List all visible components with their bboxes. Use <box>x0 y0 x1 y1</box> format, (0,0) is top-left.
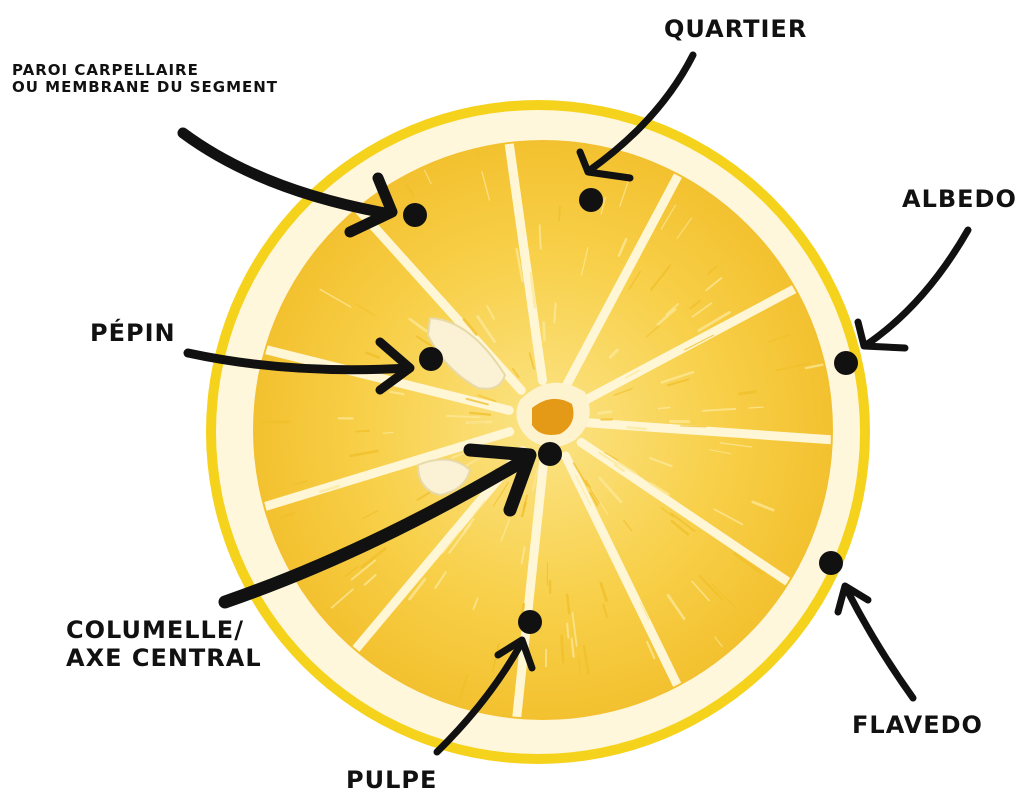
dot-quartier <box>579 188 603 212</box>
dot-pulpe <box>518 610 542 634</box>
label-columelle: COLUMELLE/ AXE CENTRAL <box>66 617 262 672</box>
label-pulpe: PULPE <box>346 767 437 795</box>
pulp-vesicle <box>554 303 555 322</box>
pulp-vesicle <box>356 431 369 432</box>
pulp-vesicle <box>544 323 545 340</box>
label-paroi-line2: OU MEMBRANE DU SEGMENT <box>12 79 278 96</box>
dot-paroi <box>403 203 427 227</box>
label-paroi: PAROI CARPELLAIRE OU MEMBRANE DU SEGMENT <box>12 62 278 97</box>
pulp-vesicle <box>567 624 568 638</box>
lemon-slice <box>206 100 870 764</box>
label-columelle-line1: COLUMELLE/ <box>66 617 262 645</box>
label-flavedo: FLAVEDO <box>852 712 983 740</box>
pulp-vesicle <box>562 636 564 662</box>
label-paroi-line1: PAROI CARPELLAIRE <box>12 62 278 79</box>
label-columelle-line2: AXE CENTRAL <box>66 645 262 673</box>
dot-albedo <box>834 351 858 375</box>
pulp-vesicle <box>559 207 560 221</box>
dot-columelle <box>538 442 562 466</box>
pulp-vesicle <box>467 422 492 423</box>
label-albedo: ALBEDO <box>902 186 1017 214</box>
arrow-albedo <box>866 230 968 345</box>
pulp-vesicle <box>383 433 393 434</box>
label-quartier: QUARTIER <box>664 16 807 44</box>
pulp-vesicle <box>540 225 541 249</box>
pulp-vesicle <box>749 407 763 408</box>
dot-pepin <box>419 347 443 371</box>
pulp-vesicle <box>599 412 611 414</box>
label-pepin: PÉPIN <box>90 320 176 348</box>
arrow-flavedo <box>846 588 913 698</box>
dot-flavedo <box>819 551 843 575</box>
pulp-vesicle <box>628 427 646 429</box>
